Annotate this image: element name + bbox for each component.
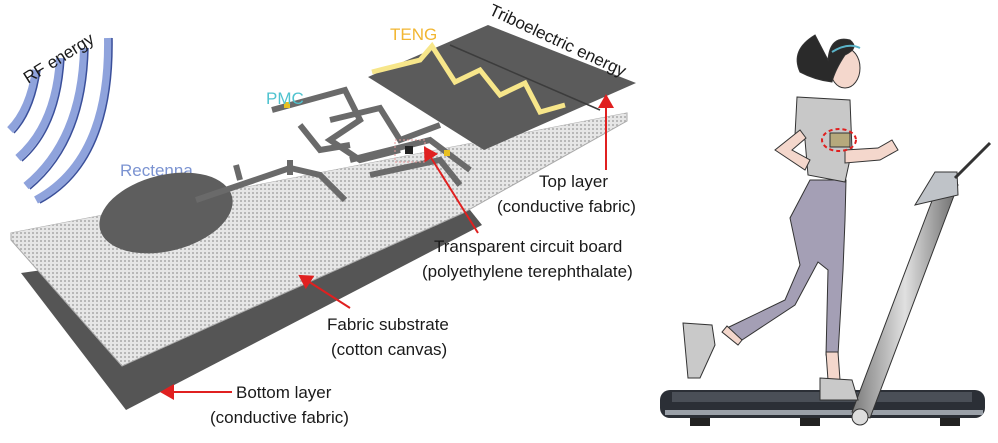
lightning-icon — [371, 41, 566, 115]
circuit-board-label: Transparent circuit board — [434, 237, 622, 256]
pmc-label: PMC — [266, 89, 304, 108]
circuit-board-material: (polyethylene terephthalate) — [422, 262, 633, 281]
wearable-device-highlight — [821, 128, 857, 152]
fabric-substrate-top — [11, 113, 627, 360]
fabric-substrate-label: Fabric substrate — [327, 315, 449, 334]
top-layer-material: (conductive fabric) — [497, 197, 636, 216]
teng-label: TENG — [390, 25, 437, 44]
fabric-substrate-material: (cotton canvas) — [331, 340, 447, 359]
rectenna-disk — [99, 172, 233, 254]
runner-figure — [682, 34, 899, 401]
top-layer — [368, 25, 636, 150]
top-layer-label: Top layer — [539, 172, 608, 191]
circuit-traces — [195, 86, 472, 203]
bottom-layer-material: (conductive fabric) — [210, 408, 349, 427]
chip — [405, 146, 413, 154]
bottom-layer-label: Bottom layer — [236, 383, 332, 402]
rf-wave-icon — [7, 37, 113, 204]
callout-arrows — [160, 94, 614, 400]
